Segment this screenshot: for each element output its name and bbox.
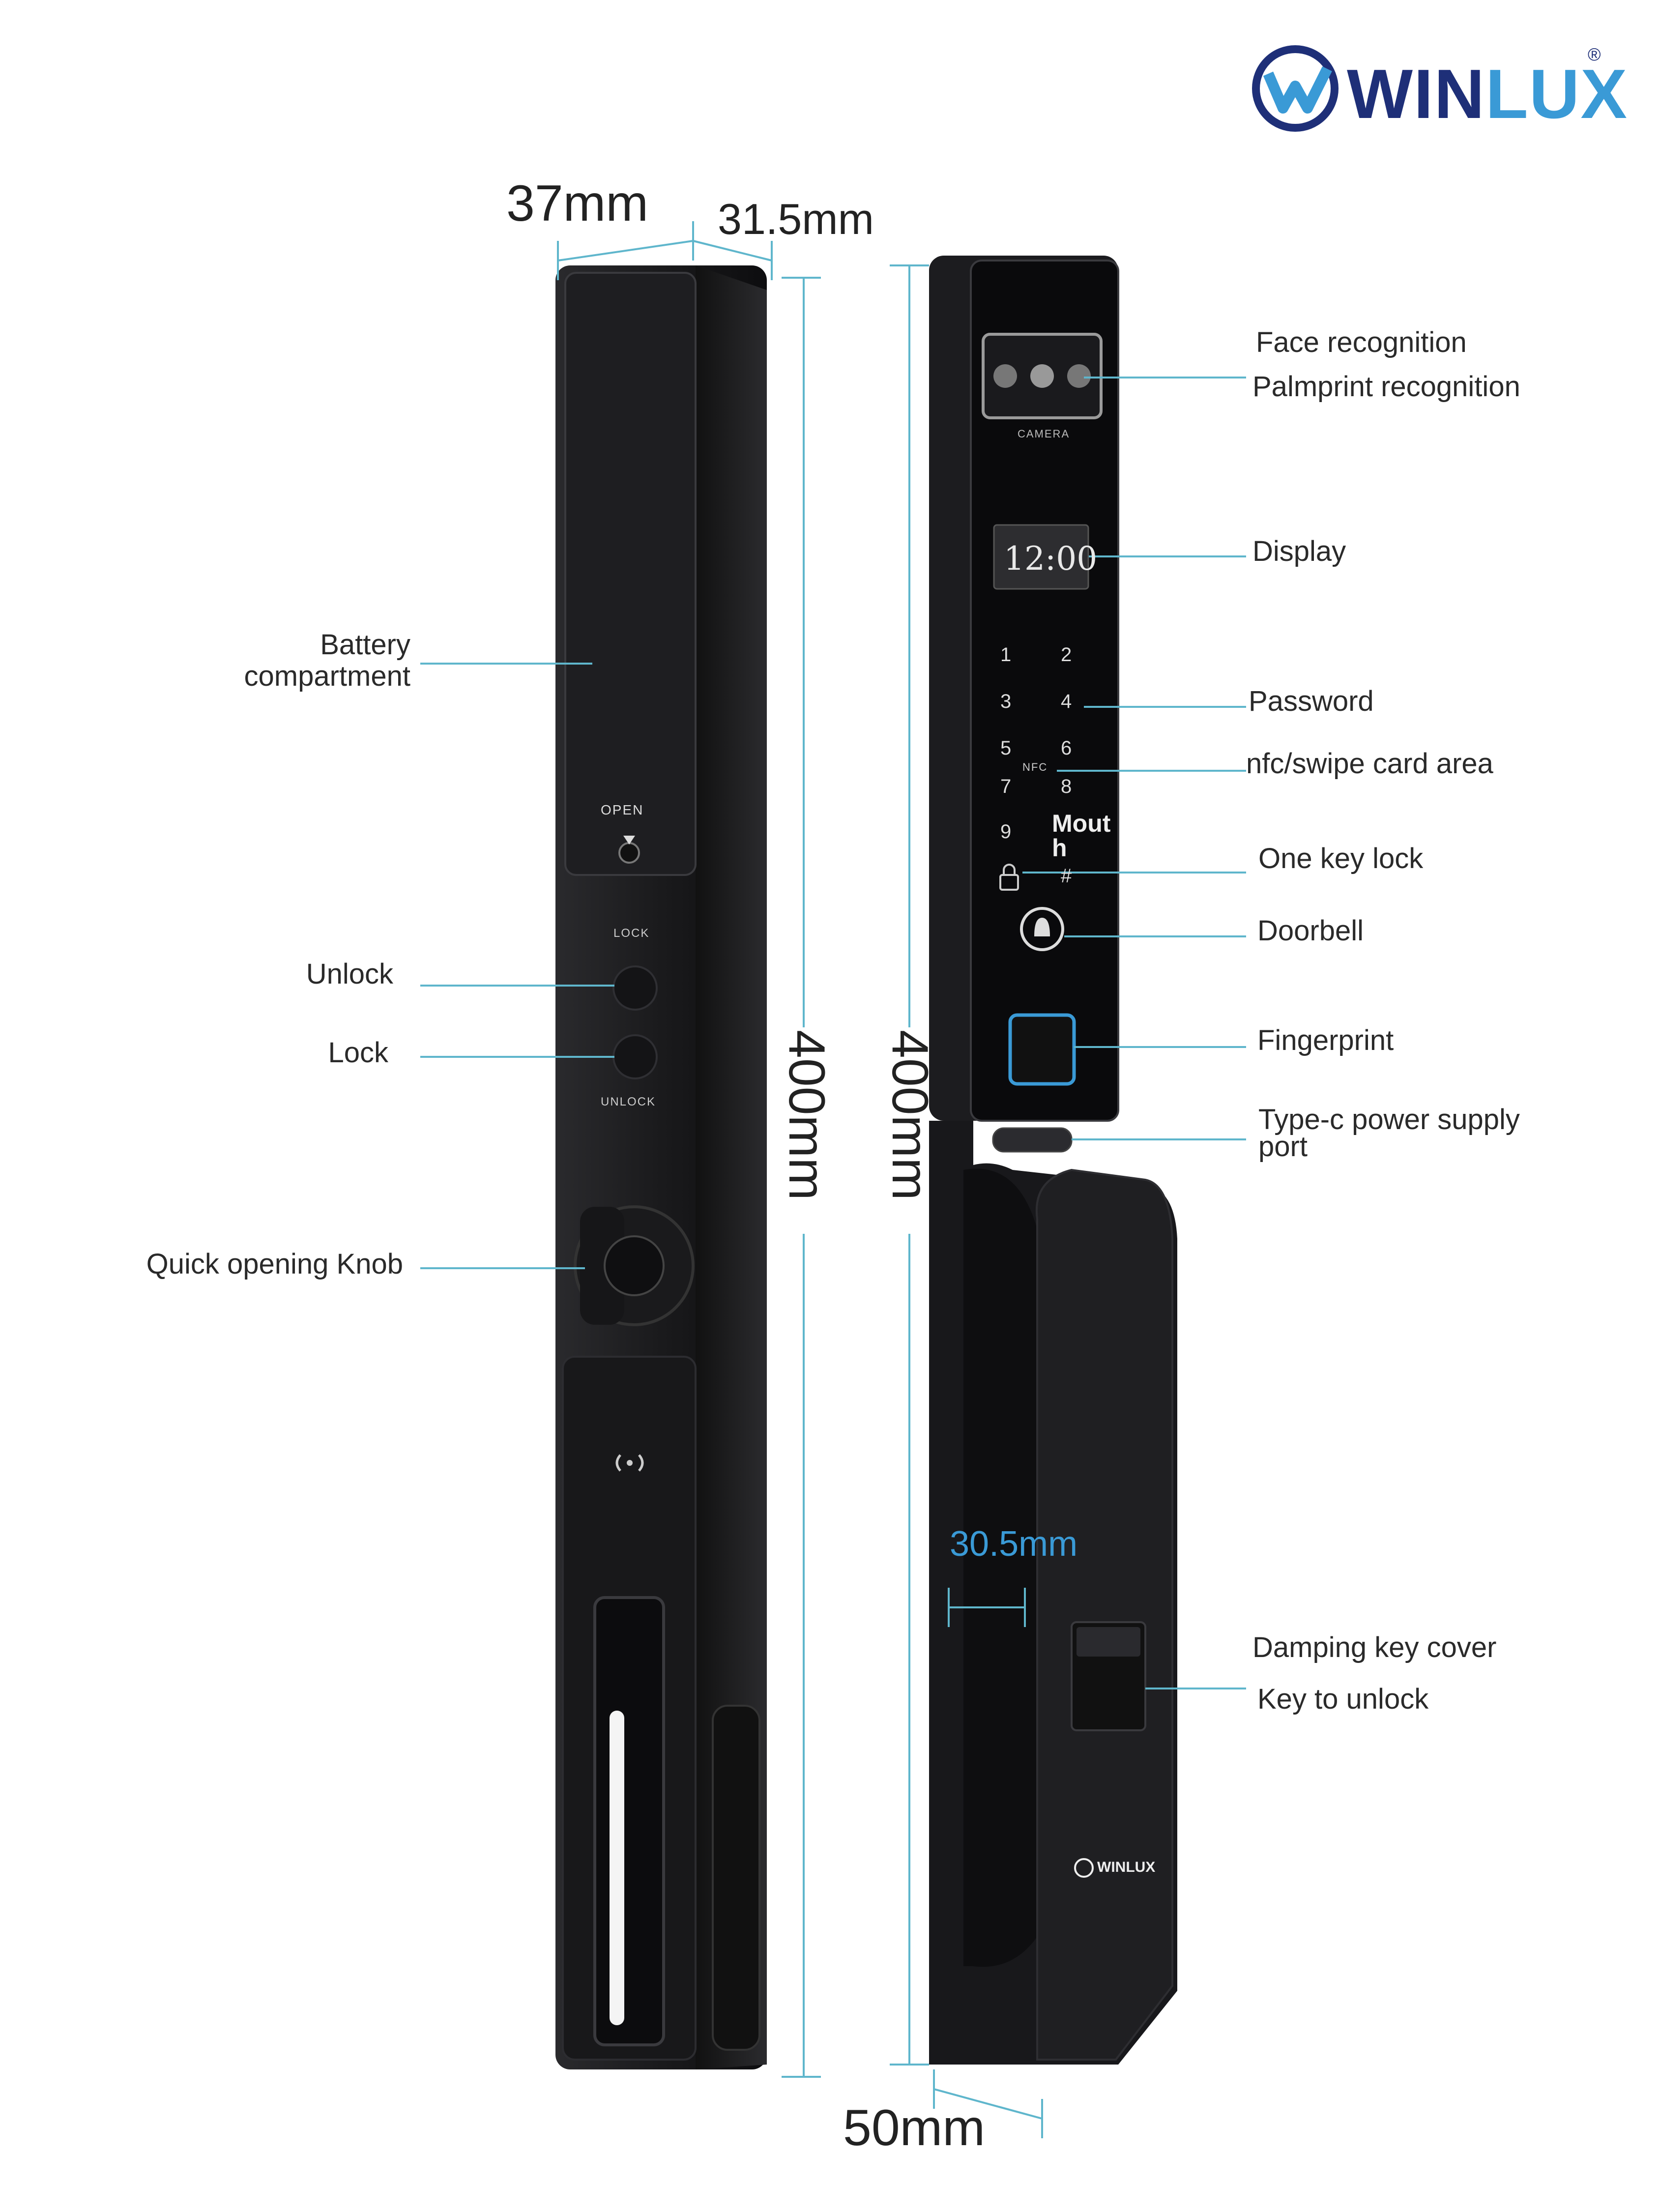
keypad-key-mouth-line2: h — [1052, 834, 1067, 862]
label-display: Display — [1252, 535, 1346, 567]
keypad-key-4: 4 — [1061, 691, 1072, 712]
keypad-key-5: 5 — [1000, 737, 1012, 759]
label-key-to-unlock: Key to unlock — [1257, 1683, 1429, 1715]
small-brand-logo: WINLUX — [1097, 1859, 1156, 1875]
label-nfc-area: nfc/swipe card area — [1246, 748, 1493, 780]
outer-panel-device — [929, 256, 1177, 2065]
label-typec-line1: Type-c power supply — [1258, 1104, 1520, 1135]
label-face-recognition: Face recognition — [1256, 326, 1467, 358]
label-one-key-lock: One key lock — [1258, 843, 1424, 874]
keypad-key-1: 1 — [1000, 644, 1012, 666]
keypad-key-3: 3 — [1000, 691, 1012, 712]
inner-panel-device — [555, 265, 767, 2069]
keypad-key-7: 7 — [1000, 776, 1012, 797]
open-label: OPEN — [601, 802, 644, 817]
brand-logo: WINLUX ® — [1249, 39, 1627, 138]
label-unlock: Unlock — [306, 958, 393, 990]
winlux-logo-icon — [1252, 45, 1339, 132]
keypad-key-8: 8 — [1061, 776, 1072, 797]
dim-width-front: 37mm — [506, 175, 648, 232]
keypad-key-9: 9 — [1000, 821, 1012, 843]
registered-mark: ® — [1588, 44, 1601, 64]
display-clock: 12:00 — [1004, 540, 1098, 578]
label-lock: Lock — [328, 1037, 388, 1069]
nfc-label: NFC — [1022, 761, 1048, 773]
lock-button-label: LOCK — [613, 927, 650, 940]
label-damping-key-cover: Damping key cover — [1252, 1631, 1497, 1663]
label-typec-port: Type-c power supply port — [1258, 1104, 1520, 1163]
dimension-lines — [557, 221, 1043, 2138]
unlock-button-label: UNLOCK — [601, 1095, 656, 1108]
keypad-key-mouth-line1: Mout — [1052, 810, 1111, 837]
dim-depth-top: 31.5mm — [718, 195, 874, 243]
leader-lines — [420, 377, 1246, 1689]
label-typec-line2: port — [1258, 1131, 1308, 1163]
label-battery-line1: Battery — [320, 629, 410, 661]
keypad-key-mouth: Mout h — [1052, 811, 1110, 860]
label-doorbell: Doorbell — [1257, 915, 1364, 947]
label-battery-compartment: Battery compartment — [231, 629, 410, 692]
dim-handle-depth: 30.5mm — [950, 1524, 1078, 1564]
brand-name: WINLUX — [1347, 55, 1629, 133]
label-battery-line2: compartment — [244, 660, 410, 692]
dim-bottom-width: 50mm — [843, 2099, 985, 2156]
keypad-key-2: 2 — [1061, 644, 1072, 666]
keypad-key-hash: # — [1061, 865, 1072, 887]
keypad-key-6: 6 — [1061, 737, 1072, 759]
label-password: Password — [1249, 685, 1374, 717]
label-quick-opening-knob: Quick opening Knob — [146, 1248, 403, 1280]
label-fingerprint: Fingerprint — [1257, 1024, 1394, 1056]
camera-label: CAMERA — [1018, 428, 1070, 440]
dim-height-right: 400mm — [881, 1030, 938, 1200]
dim-height-left: 400mm — [778, 1030, 835, 1200]
label-palmprint-recognition: Palmprint recognition — [1252, 371, 1520, 403]
